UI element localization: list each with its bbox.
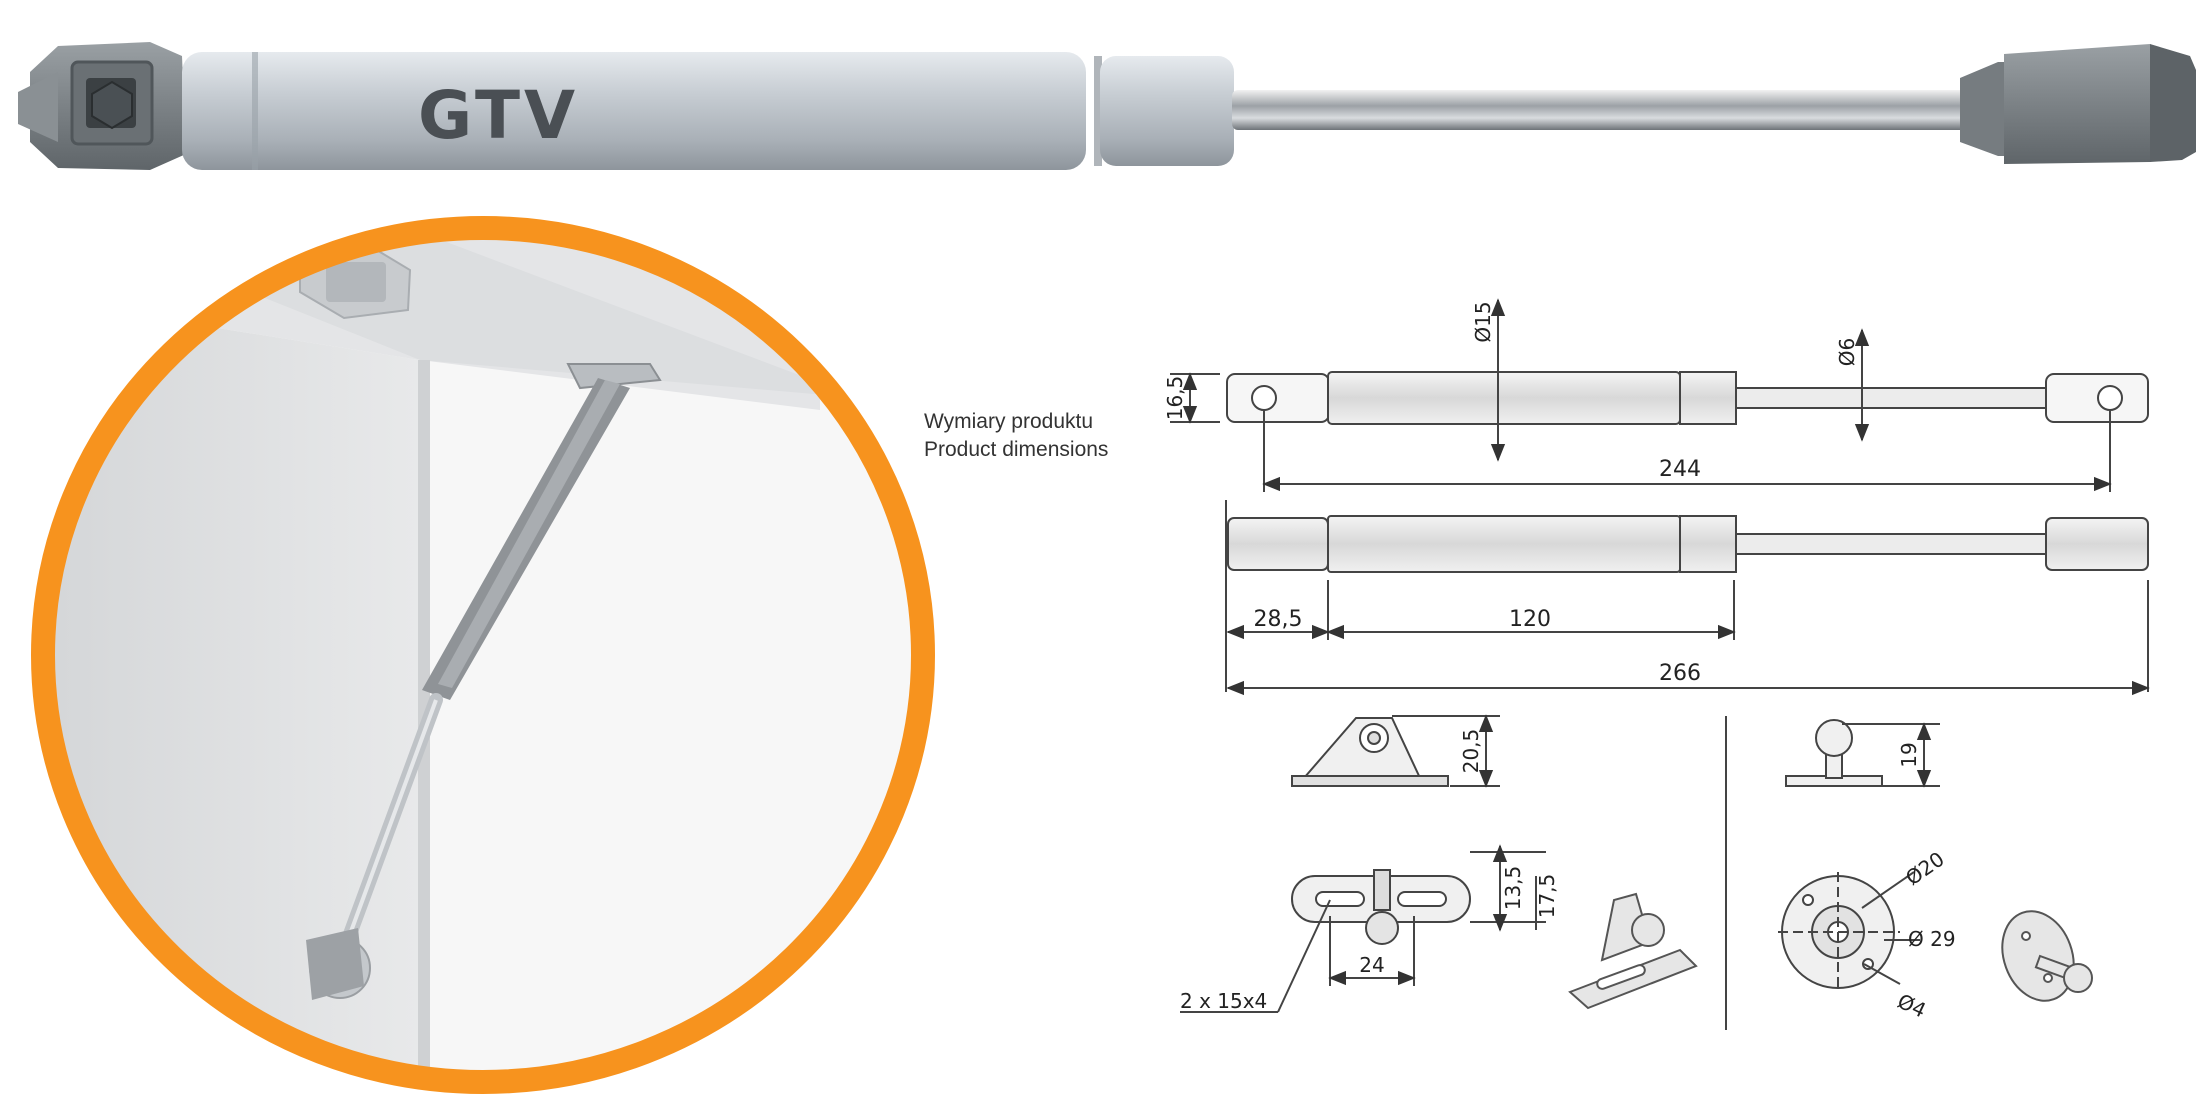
dim-compressed-length: 244 <box>1659 457 1701 482</box>
bracket-a-top-view <box>1180 844 1546 1013</box>
dim-bracket-b-plate: Ø 29 <box>1908 927 1956 951</box>
caption-polish: Wymiary produktu <box>924 410 1094 433</box>
dim-end-fitting-length: 28,5 <box>1254 607 1303 632</box>
cabinet-detail-illustration <box>31 216 935 1094</box>
dim-body-diameter: Ø15 <box>1471 301 1495 342</box>
dim-bracket-a-height: 20,5 <box>1459 729 1483 774</box>
dim-end-height: 16,5 <box>1163 376 1187 421</box>
round-bracket-iso-icon <box>2001 910 2093 1002</box>
orange-ring <box>31 216 935 1094</box>
brand-logo: GTV <box>418 77 579 154</box>
piston-rod <box>1232 90 1976 130</box>
caption-english: Product dimensions <box>924 438 1109 461</box>
technical-drawing-compressed <box>1170 298 2149 492</box>
right-end-fitting <box>2004 44 2182 164</box>
bracket-b-side-view <box>1785 719 1940 788</box>
dim-bracket-a-small: 13,5 <box>1501 866 1525 911</box>
dim-bracket-a-large: 17,5 <box>1535 874 1559 919</box>
dim-bracket-b-hole: Ø4 <box>1894 989 1930 1023</box>
cylinder-body <box>182 52 1086 170</box>
dimensions-caption: Wymiary produktu Product dimensions <box>924 408 1108 464</box>
dim-bracket-a-holes: 2 x 15x4 <box>1180 989 1267 1013</box>
bracket-a-side-view <box>1291 714 1500 788</box>
bracket-iso-icon <box>1568 892 1698 1010</box>
dim-bracket-b-outer: Ø20 <box>1901 847 1949 890</box>
dim-stroke-body: 120 <box>1509 607 1551 632</box>
dim-bracket-b-height: 19 <box>1897 742 1921 767</box>
dim-bracket-a-spacing: 24 <box>1359 953 1384 977</box>
bracket-b-top-view <box>1778 871 1920 992</box>
technical-drawing-extended <box>1225 500 2150 696</box>
dim-extended-length: 266 <box>1659 661 1701 686</box>
gas-strut-product-photo: GTV <box>18 42 2196 170</box>
dim-rod-diameter: Ø6 <box>1835 338 1859 366</box>
